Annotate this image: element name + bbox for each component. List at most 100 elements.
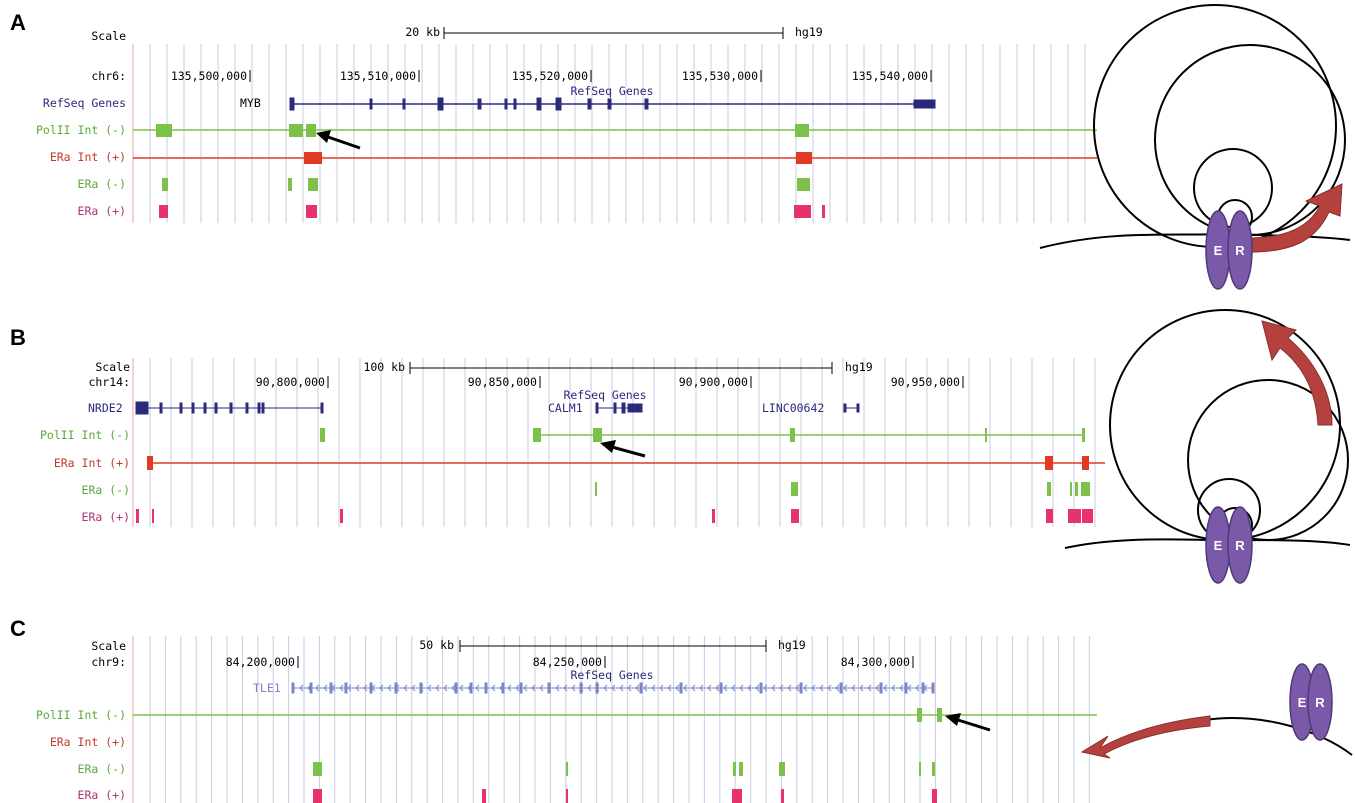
exon [394, 682, 398, 694]
scale-label: Scale [91, 639, 126, 653]
intron-chevron [315, 684, 320, 692]
era-neg-track [595, 482, 1090, 496]
exon [547, 682, 551, 694]
intron-chevron [691, 684, 696, 692]
grid [149, 358, 1096, 527]
exon [291, 682, 295, 694]
arrow-left-pointer-icon [316, 130, 361, 150]
intron-chevron [507, 684, 512, 692]
chrom-label: chr14: [88, 375, 130, 389]
ruler-tick: 84,300,000 [841, 655, 910, 669]
intron-chevron [531, 684, 536, 692]
intron-chevron [459, 684, 464, 692]
intron-chevron [523, 684, 528, 692]
exon [454, 682, 458, 694]
refseq-title: RefSeq Genes [570, 668, 653, 682]
scale-bar [459, 640, 767, 652]
era-pos-track [136, 509, 1093, 523]
era-int-track [147, 456, 1105, 470]
er-letter-r: R [1235, 243, 1245, 258]
exon [639, 682, 643, 694]
intron-chevron [643, 684, 648, 692]
intron-chevron [659, 684, 664, 692]
intron-chevron [811, 684, 816, 692]
exon [501, 682, 505, 694]
arc-arrow-icon [1247, 183, 1343, 253]
intron-chevron [915, 684, 920, 692]
dna-strand [1204, 717, 1353, 756]
intron-chevron [819, 684, 824, 692]
intron-chevron [827, 684, 832, 692]
scale-bar-text: 20 kb [405, 25, 440, 39]
gene-model-tle1 [291, 682, 935, 694]
er-letter-r: R [1235, 538, 1245, 553]
exon [839, 682, 843, 694]
ruler-tick: 90,800,000 [256, 375, 325, 389]
intron-chevron [883, 684, 888, 692]
ruler-tick: 135,530,000 [682, 69, 758, 83]
intron-chevron [563, 684, 568, 692]
exon [579, 682, 583, 694]
exon [759, 682, 763, 694]
scale-bar-text: 50 kb [419, 638, 454, 652]
intron-chevron [539, 684, 544, 692]
intron-chevron [731, 684, 736, 692]
intron-chevron [379, 684, 384, 692]
polii-track [133, 708, 1097, 722]
intron-chevron [515, 684, 520, 692]
gene-model-myb [289, 97, 936, 111]
chromatin-loop-icon [1064, 309, 1351, 549]
ruler-tick: 135,500,000 [171, 69, 247, 83]
assembly-label: hg19 [845, 360, 873, 374]
era-neg-track [313, 762, 935, 776]
grid [149, 44, 1086, 223]
arrow-left-pointer-icon [945, 713, 991, 732]
intron-chevron [859, 684, 864, 692]
intron-chevron [675, 684, 680, 692]
intron-chevron [707, 684, 712, 692]
polii-track-label: PolII Int (-) [36, 708, 126, 722]
exon [799, 682, 803, 694]
intron-chevron [771, 684, 776, 692]
exon [879, 682, 883, 694]
intron-chevron [491, 684, 496, 692]
chrom-label: chr6: [91, 69, 126, 83]
ruler-tick: 84,200,000 [226, 655, 295, 669]
grid [149, 636, 1090, 803]
er-letter-r: R [1315, 695, 1325, 710]
chromatin-loop-icon [1039, 4, 1351, 249]
era-pos-track [313, 789, 937, 803]
intron-chevron [699, 684, 704, 692]
intron-chevron [587, 684, 592, 692]
intron-chevron [907, 684, 912, 692]
exon [931, 682, 935, 694]
intron-chevron [451, 684, 456, 692]
intron-chevron [667, 684, 672, 692]
intron-chevron [651, 684, 656, 692]
intron-chevron [323, 684, 328, 692]
intron-chevron [867, 684, 872, 692]
intron-chevron [443, 684, 448, 692]
er-letter-e: E [1214, 243, 1223, 258]
gene-model-nrde2 [135, 401, 324, 415]
intron-chevron [635, 684, 640, 692]
intron-chevron [803, 684, 808, 692]
ruler-tick: 84,250,000 [533, 655, 602, 669]
era-int-track-label: ERa Int (+) [54, 456, 130, 470]
intron-chevron [835, 684, 840, 692]
exon [595, 682, 599, 694]
ruler-tick: 90,850,000 [468, 375, 537, 389]
intron-chevron [875, 684, 880, 692]
panel-c: C Scale chr9: PolII Int (-) ERa Int (+) … [10, 616, 1353, 803]
era-pos-track-label: ERa (+) [78, 204, 126, 218]
gene-name-tle1: TLE1 [253, 681, 281, 695]
intron-chevron [403, 684, 408, 692]
exon [519, 682, 523, 694]
intron-chevron [739, 684, 744, 692]
ruler-tick: 90,950,000 [891, 375, 960, 389]
refseq-track-label: RefSeq Genes [43, 96, 126, 110]
intron-chevron [755, 684, 760, 692]
scale-bar [409, 362, 833, 374]
intron-chevron [299, 684, 304, 692]
